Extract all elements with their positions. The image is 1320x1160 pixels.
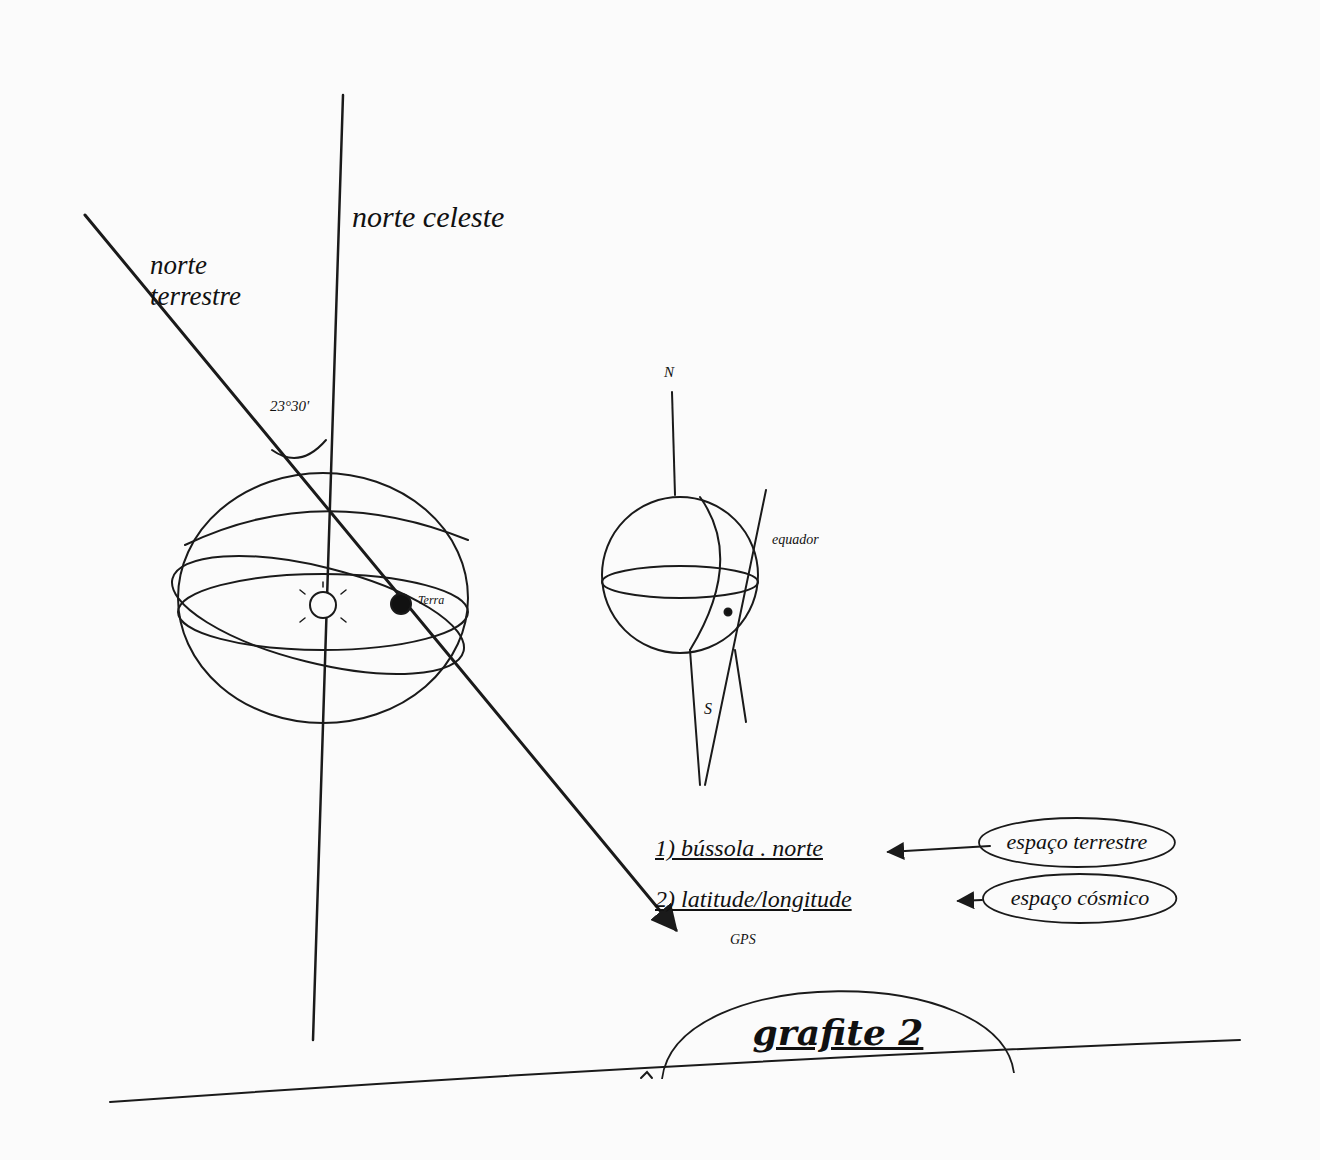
sketch-label: N: [664, 364, 674, 381]
sun-rays: [300, 582, 346, 622]
equator-ellipse: [178, 574, 468, 650]
tick-mark: [641, 1072, 652, 1078]
note-text: espaço cósmico: [981, 872, 1178, 912]
north-axis: [672, 392, 675, 495]
sketch-label: equador: [772, 532, 819, 548]
angle-arc: [272, 440, 326, 458]
earth-globe: [602, 497, 758, 653]
sketch-label: S: [704, 700, 712, 718]
dome-shape: grafite 2: [658, 961, 1018, 1083]
parallel-line: [185, 511, 468, 545]
sketch-label: 1) bússola . norte: [655, 835, 823, 863]
sketch-label: norte terrestre: [150, 250, 270, 312]
sun-symbol: [310, 592, 336, 618]
ground-line: [110, 1040, 1240, 1102]
sketch-label: norte celeste: [352, 200, 504, 235]
celestial-sphere: [178, 473, 468, 723]
sketch-label: GPS: [730, 932, 756, 948]
ecliptic-ellipse: [161, 532, 475, 698]
globe-equator: [602, 566, 758, 598]
meridian-curve: [690, 497, 720, 650]
leader-arrow: [958, 900, 982, 901]
note-text: grafite 2: [658, 961, 1018, 1053]
note-text: espaço terrestre: [977, 816, 1177, 856]
sketch-label: Terra: [418, 594, 444, 608]
oval-note: espaço cósmico: [981, 872, 1178, 925]
earth-dot: [391, 594, 411, 614]
sketch-label: 2) latitude/longitude: [655, 886, 852, 914]
point-dot: [725, 609, 732, 616]
oval-note: espaço terrestre: [977, 816, 1177, 869]
leader-arrow: [888, 846, 990, 852]
sketch-label: 23°30': [270, 398, 309, 415]
globe-line: [735, 650, 746, 722]
tilted-line: [705, 490, 766, 785]
terrestrial-axis: [85, 215, 676, 930]
globe-line: [690, 650, 700, 785]
